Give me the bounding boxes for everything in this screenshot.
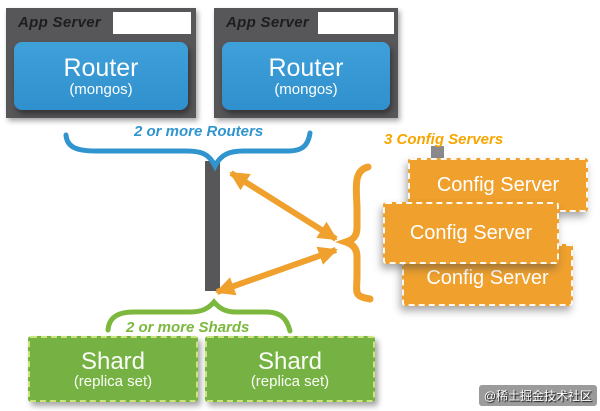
shard-title: Shard — [80, 347, 146, 375]
config-brace-icon — [334, 163, 374, 303]
router-subtitle: (mongos) — [69, 80, 133, 98]
routers-count-note: 2 or more Routers — [134, 123, 264, 140]
shards-count-note: 2 or more Shards — [126, 319, 250, 336]
shard-subtitle: (replica set) — [250, 372, 330, 390]
config-server-box: Config Server — [383, 202, 559, 264]
watermark: @稀土掘金技术社区 — [478, 385, 597, 406]
shard-subtitle: (replica set) — [73, 372, 153, 390]
shard-config-arrow-icon — [215, 246, 338, 296]
shard-box: Shard (replica set) — [28, 336, 198, 402]
config-server-label: Config Server — [436, 173, 560, 196]
app-server-label: App Server — [226, 14, 310, 31]
router-box: Router (mongos) — [14, 42, 188, 110]
app-server-box: App Server Router (mongos) — [6, 8, 196, 118]
router-box: Router (mongos) — [222, 42, 390, 110]
config-servers-count-note: 3 Config Servers — [384, 131, 504, 148]
label-highlight — [113, 12, 191, 34]
router-config-arrow-icon — [229, 170, 338, 242]
config-server-label: Config Server — [426, 267, 549, 289]
router-title: Router — [63, 53, 139, 82]
router-shard-bar — [205, 161, 220, 291]
config-server-label: Config Server — [409, 221, 533, 244]
router-title: Router — [268, 53, 344, 82]
app-server-box: App Server Router (mongos) — [214, 8, 398, 118]
app-server-label: App Server — [18, 14, 102, 31]
label-highlight — [318, 12, 394, 34]
router-subtitle: (mongos) — [274, 80, 338, 98]
shard-box: Shard (replica set) — [205, 336, 375, 402]
shard-title: Shard — [257, 347, 323, 375]
